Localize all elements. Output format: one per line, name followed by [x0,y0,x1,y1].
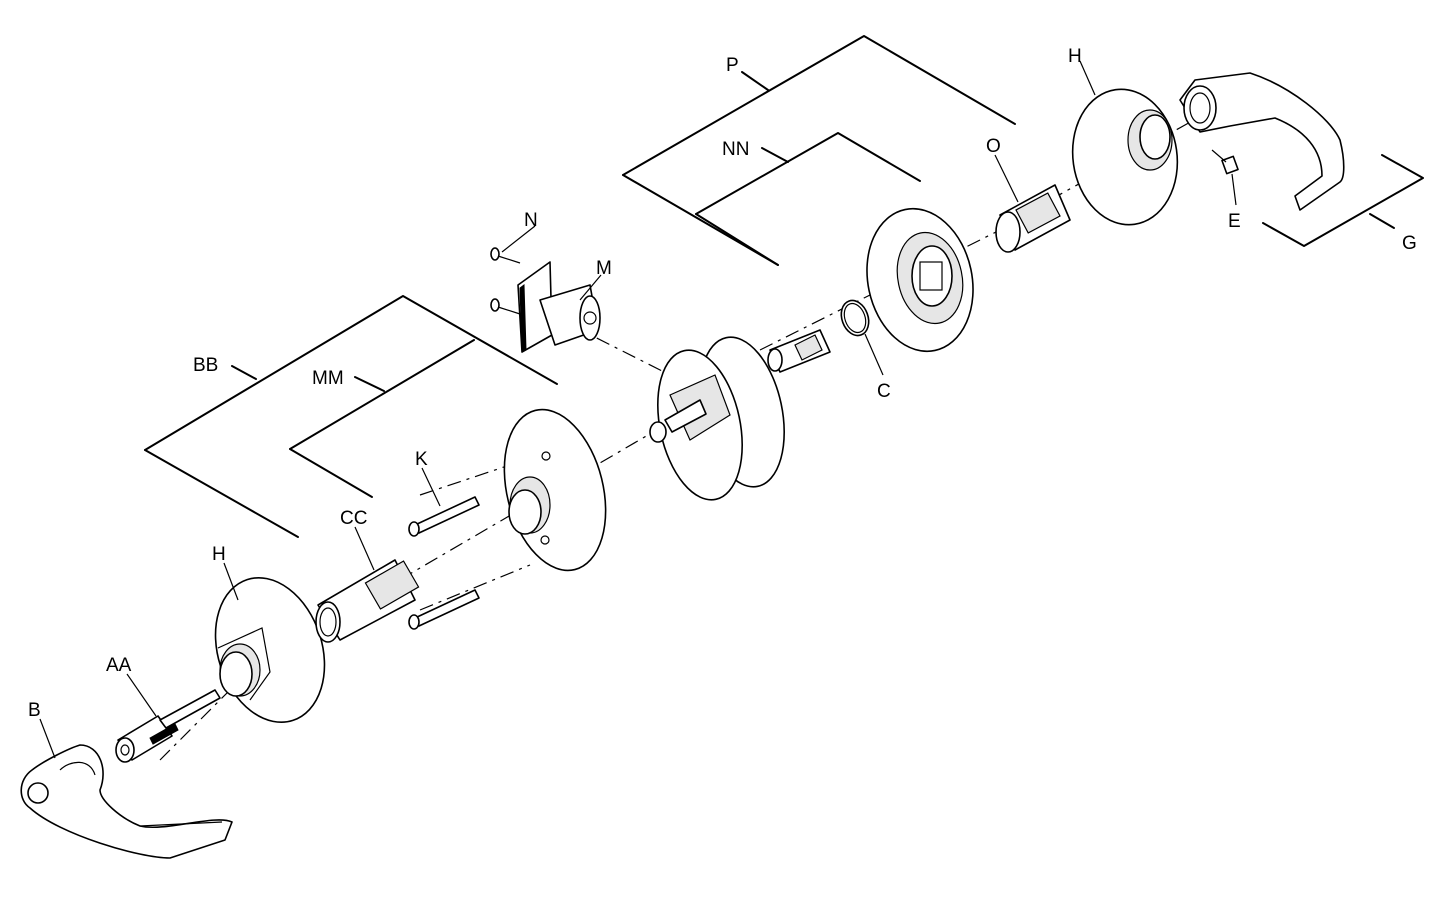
label-p: P [726,55,739,76]
label-bb: BB [193,355,218,376]
label-h-right: H [1068,46,1082,67]
inside-spindle [767,329,831,373]
bracket-p [622,35,1016,266]
lever-handle-outside [20,744,233,859]
label-g: G [1402,233,1417,254]
label-k: K [415,449,428,470]
lever-handle-inside [1179,72,1345,211]
lock-chassis [649,336,785,501]
label-aa: AA [106,655,132,676]
label-c: C [877,381,891,402]
label-o: O [986,136,1001,157]
label-cc: CC [340,508,367,529]
label-mm: MM [312,368,344,389]
outside-mounting-plate [503,408,607,572]
leader-lines [39,60,1237,759]
label-nn: NN [722,139,749,160]
label-n: N [524,210,538,231]
cylinder-cam [115,689,221,763]
outside-spindle [315,559,420,643]
rose-inside [1071,88,1179,226]
inside-sleeve [995,184,1071,253]
retaining-ring [840,299,870,337]
bracket-g [1262,154,1424,247]
bracket-bb [144,295,558,538]
bracket-nn [695,132,921,266]
latch [517,261,601,353]
latch-screws [490,247,521,315]
label-e: E [1228,211,1241,232]
label-b: B [28,700,41,721]
callout-labels: P NN H O E G N M C BB MM K CC H AA B [28,46,1417,721]
rose-outside [214,577,326,723]
through-bolts [408,496,480,630]
label-m: M [596,258,612,279]
set-screw [1211,149,1239,175]
inside-mounting-plate [866,207,974,353]
label-h-left: H [212,544,226,565]
bracket-mm [289,339,475,498]
